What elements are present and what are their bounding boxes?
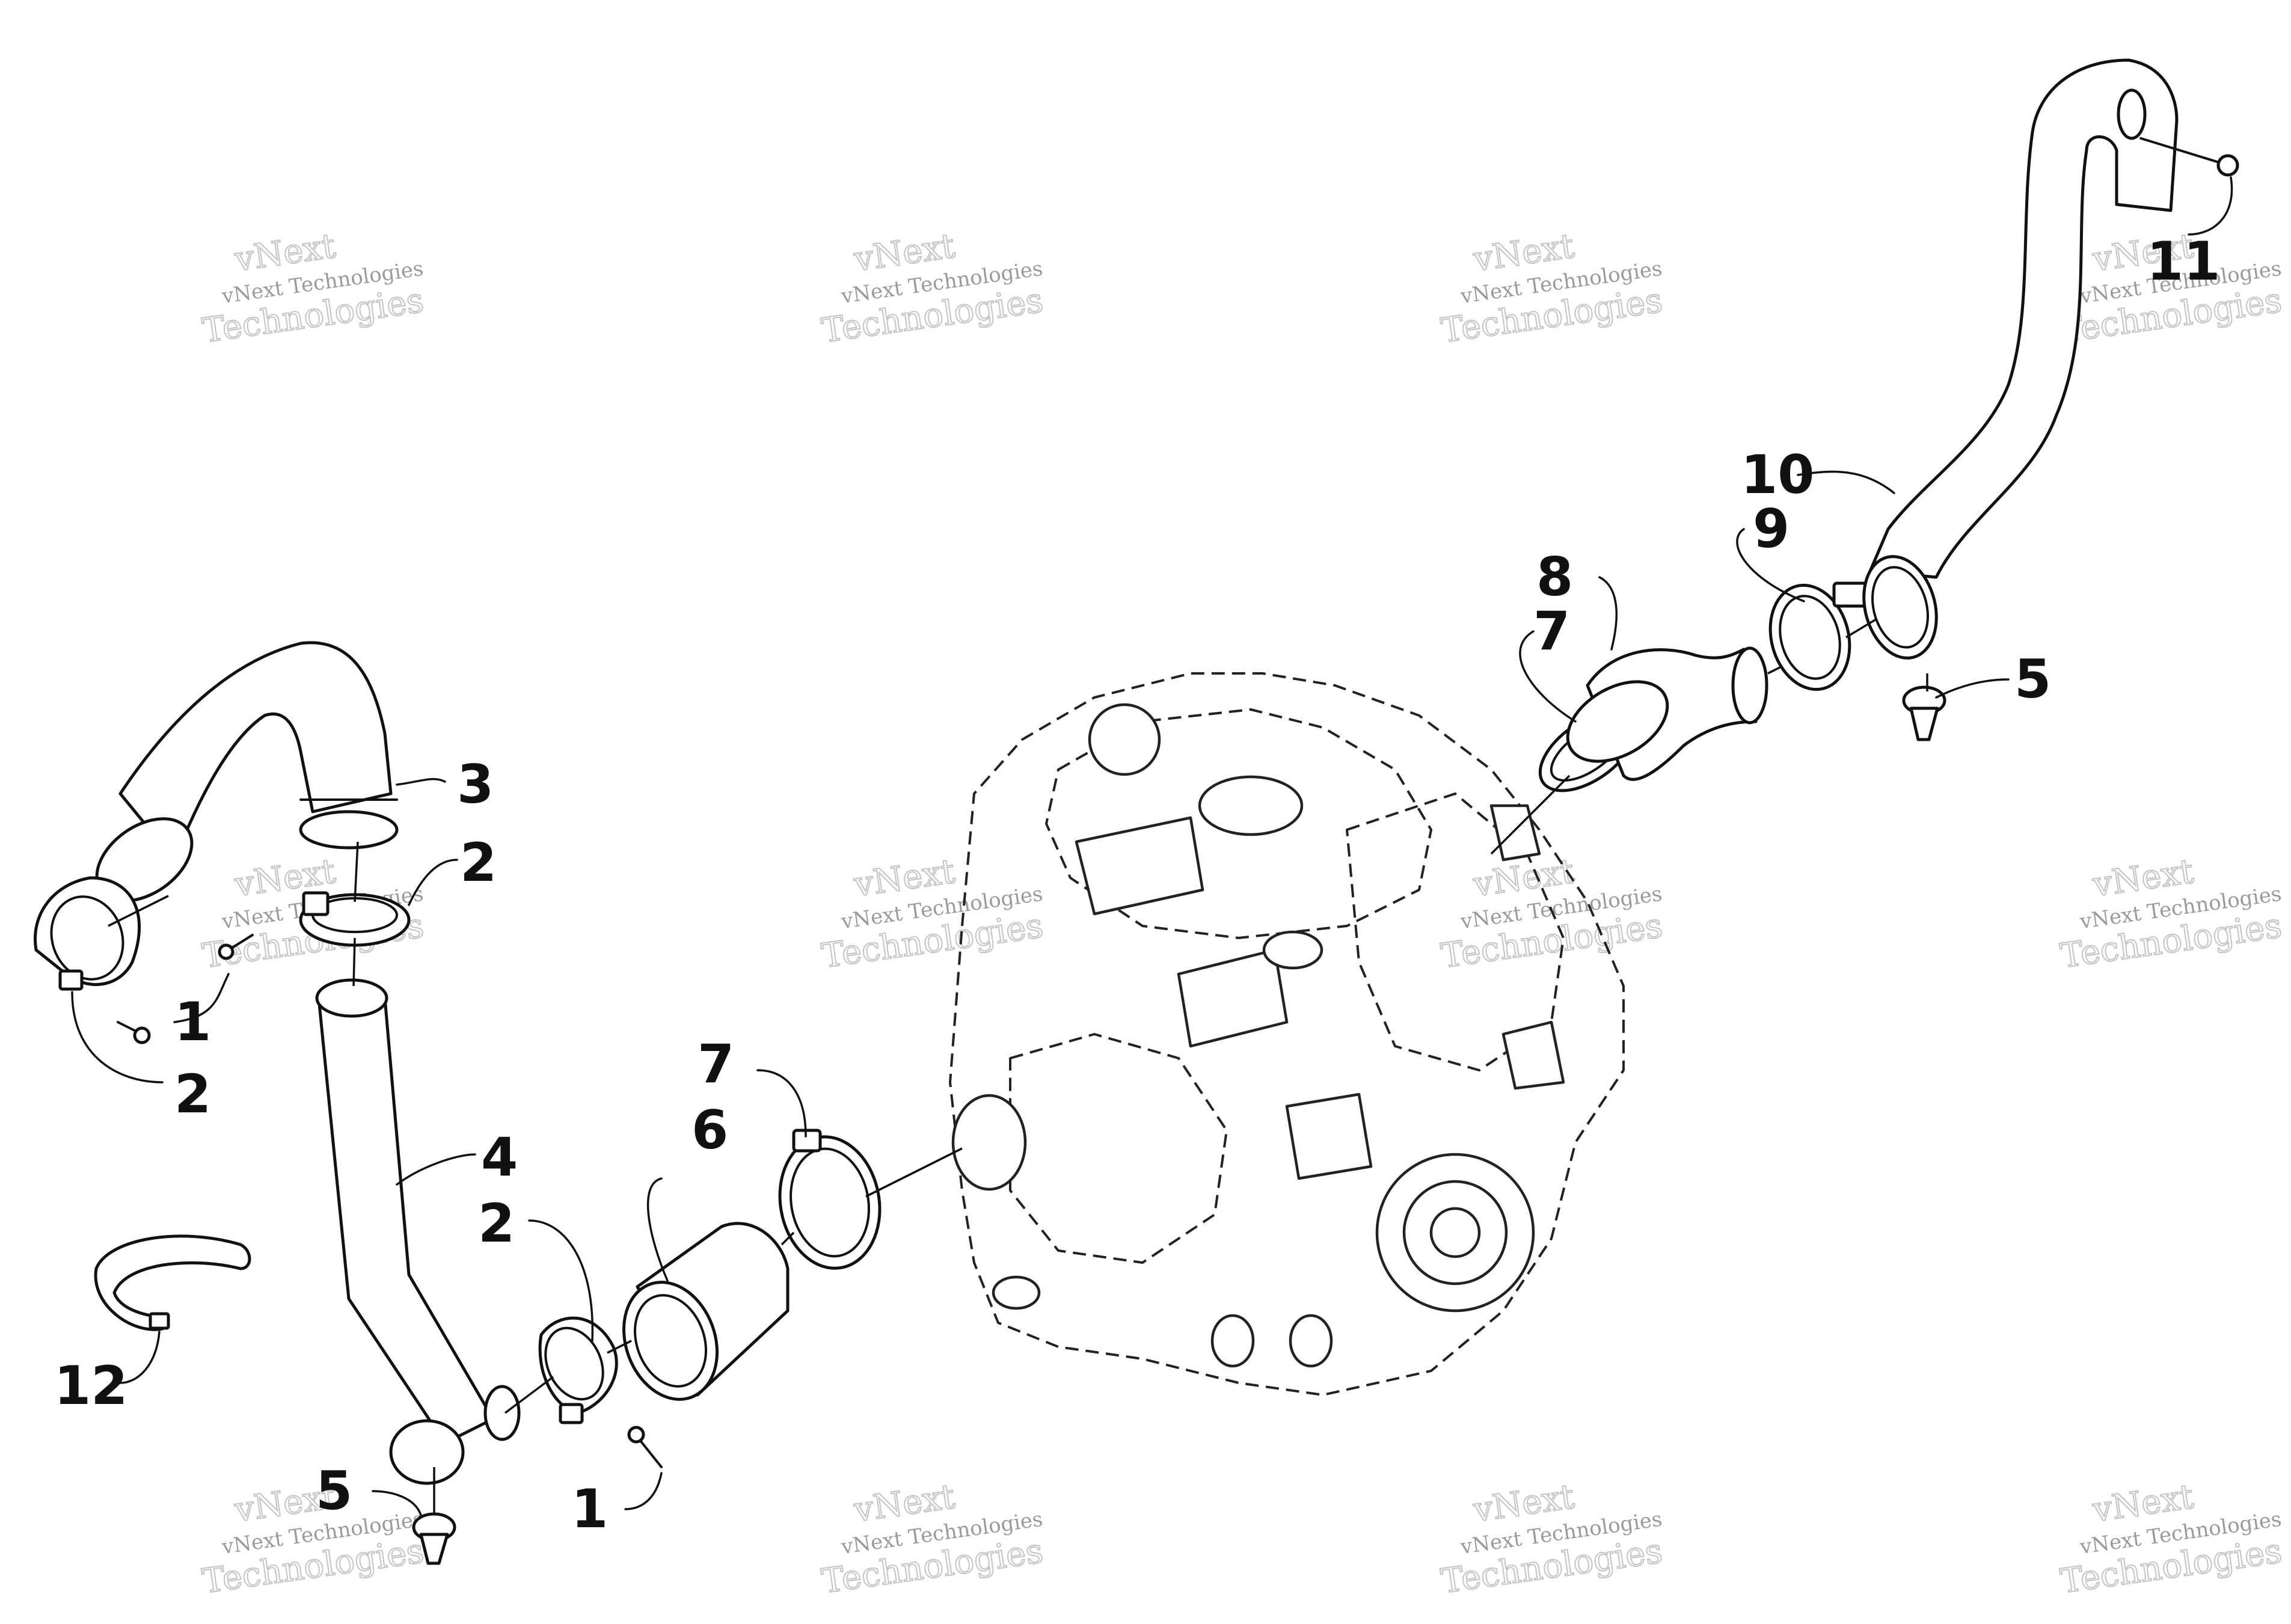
part-4-long-tube (315, 978, 521, 1485)
tube-top-opening (315, 978, 388, 1018)
callout-7-upper: 7 (1533, 600, 1570, 662)
part-7-clamp-lower (778, 1129, 882, 1270)
watermark: vNext vNext Technologies Technologies (1438, 1477, 1666, 1602)
leader-9 (1736, 528, 1805, 602)
part-10-s-tube (1862, 58, 2179, 660)
callout-12: 12 (54, 1355, 127, 1417)
leader-5-left (372, 1490, 422, 1516)
callout-2-lower: 2 (478, 1192, 515, 1254)
part-2-clamp-left (34, 876, 141, 991)
leader-2-left (71, 991, 164, 1083)
part-1-screw-upper (218, 934, 254, 960)
intake-throat (1198, 775, 1304, 836)
leader-7-upper (1519, 630, 1577, 723)
exhaust-port (951, 1094, 1027, 1191)
part-6-boot-adapter (622, 1222, 790, 1401)
watermark: vNext vNext Technologies Technologies (2058, 1477, 2285, 1602)
leader-4 (396, 1153, 476, 1186)
part-1-screw-lower (627, 1426, 663, 1468)
part-11-screw (2139, 137, 2239, 177)
callout-2-left: 2 (174, 1063, 211, 1125)
part-1-screw-left (117, 1021, 151, 1044)
callout-4: 4 (481, 1126, 518, 1188)
tube-lower-outlet (389, 1419, 465, 1485)
watermark: vNext vNext Technologies Technologies (819, 1477, 1046, 1602)
leader-6 (646, 1177, 669, 1282)
leader-1-lower (624, 1472, 663, 1510)
leader-7-lower (756, 1069, 807, 1138)
part-3-intake-elbow (95, 641, 399, 902)
leader-3 (396, 777, 446, 786)
callout-3: 3 (457, 753, 494, 815)
cylinder-head-cap (1088, 703, 1161, 776)
callout-5-right: 5 (2014, 648, 2051, 710)
callout-7-lower: 7 (698, 1033, 734, 1095)
callout-9: 9 (1753, 498, 1790, 560)
leader-2-upper (408, 859, 458, 906)
part-2-clamp-lower (538, 1316, 618, 1424)
leader-2-lower (528, 1219, 594, 1342)
leader-11 (2188, 176, 2233, 236)
callout-11: 11 (2147, 230, 2220, 292)
callout-1-upper: 1 (174, 991, 211, 1053)
part-8-elbow-hose (1566, 646, 1768, 781)
elbow-hose-large-end (1566, 680, 1669, 763)
tube-side-outlet (483, 1385, 521, 1441)
engine-assembly (949, 672, 1625, 1396)
watermark: vNext vNext Technologies Technologies (819, 226, 1046, 351)
assembly-axis-lines (108, 618, 1928, 1515)
callout-6: 6 (692, 1099, 728, 1161)
callout-10: 10 (1741, 444, 1814, 506)
callout-5-left: 5 (316, 1460, 352, 1522)
callout-1-lower: 1 (571, 1478, 608, 1540)
watermark: vNext vNext Technologies Technologies (200, 1477, 427, 1602)
callout-2-upper: 2 (460, 832, 497, 893)
leader-10 (1797, 470, 1895, 494)
leader-1-upper (173, 973, 230, 1023)
leader-8 (1598, 576, 1618, 651)
leader-5-right (1935, 678, 2010, 699)
leader-12 (119, 1331, 161, 1384)
s-tube-top-hole (2117, 88, 2147, 140)
sensor-port (1262, 930, 1323, 970)
part-12-hose-clip (94, 1234, 251, 1331)
part-5-drain-valve-right (1902, 685, 1946, 741)
watermark: vNext vNext Technologies Technologies (1438, 226, 1666, 351)
callout-8: 8 (1536, 546, 1573, 608)
elbow-hose-small-end (1731, 646, 1768, 725)
watermark: vNext vNext Technologies Technologies (200, 226, 427, 351)
watermark: vNext vNext Technologies Technologies (819, 851, 1046, 976)
elbow-outlet-end (299, 810, 399, 850)
part-9-clamp-right (1768, 581, 1872, 691)
leader-lines (71, 176, 2233, 1516)
callout-labels: 1 1 2 2 2 3 4 5 5 6 7 7 8 9 10 11 12 (54, 230, 2220, 1540)
watermark: vNext vNext Technologies Technologies (2058, 851, 2285, 976)
